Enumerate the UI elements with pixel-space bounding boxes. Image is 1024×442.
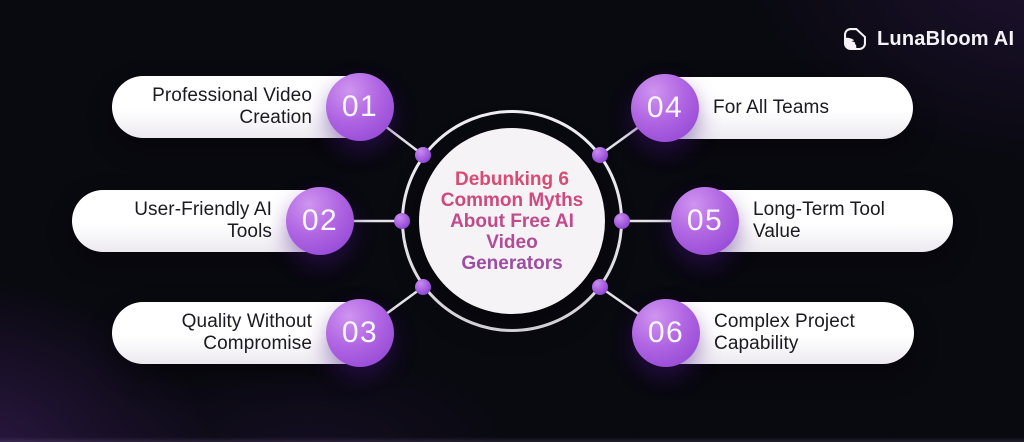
myth-number-badge: 04 xyxy=(631,74,699,142)
title-line: About Free AI xyxy=(450,210,574,232)
connector-dot xyxy=(415,147,431,163)
myth-number-badge: 03 xyxy=(326,299,394,367)
title-line: Debunking 6 xyxy=(454,168,569,190)
myth-label: For All Teams xyxy=(713,97,830,118)
myth-item-01: Professional Video Creation 01 xyxy=(112,73,394,141)
myth-number-badge: 01 xyxy=(326,73,394,141)
connector-dot xyxy=(394,213,410,229)
connector-dot xyxy=(592,279,608,295)
myth-label: Professional Video Creation xyxy=(152,85,312,128)
center-circle: Debunking 6 Common Myths About Free AI V… xyxy=(419,128,605,314)
brand-name: LunaBloom AI xyxy=(877,27,1015,50)
myth-item-02: User-Friendly AI Tools 02 xyxy=(72,187,354,255)
connector-dot xyxy=(592,147,608,163)
bottom-edge-fade xyxy=(0,437,1024,442)
myth-item-04: For All Teams 04 xyxy=(631,74,913,142)
infographic-title: Debunking 6 Common Myths About Free AI V… xyxy=(426,169,598,274)
myth-item-05: Long-Term Tool Value 05 xyxy=(671,187,953,255)
connector-dot xyxy=(614,213,630,229)
title-line: Generators xyxy=(461,252,563,274)
lunabloom-page-sparkle-icon xyxy=(844,28,866,50)
myth-label: User-Friendly AI Tools xyxy=(134,199,272,242)
myth-item-06: Complex Project Capability 06 xyxy=(632,299,914,367)
myth-label: Complex Project Capability xyxy=(714,311,855,354)
myth-item-03: Quality Without Compromise 03 xyxy=(112,299,394,367)
title-line: Common Myths xyxy=(440,189,584,211)
brand-logo: LunaBloom AI xyxy=(842,26,1014,52)
title-line: Video xyxy=(486,231,538,253)
myth-label: Quality Without Compromise xyxy=(181,311,312,354)
myth-number-badge: 02 xyxy=(286,187,354,255)
myth-label: Long-Term Tool Value xyxy=(753,199,886,242)
connector-dot xyxy=(415,279,431,295)
myth-number-badge: 05 xyxy=(671,187,739,255)
myth-number-badge: 06 xyxy=(632,299,700,367)
